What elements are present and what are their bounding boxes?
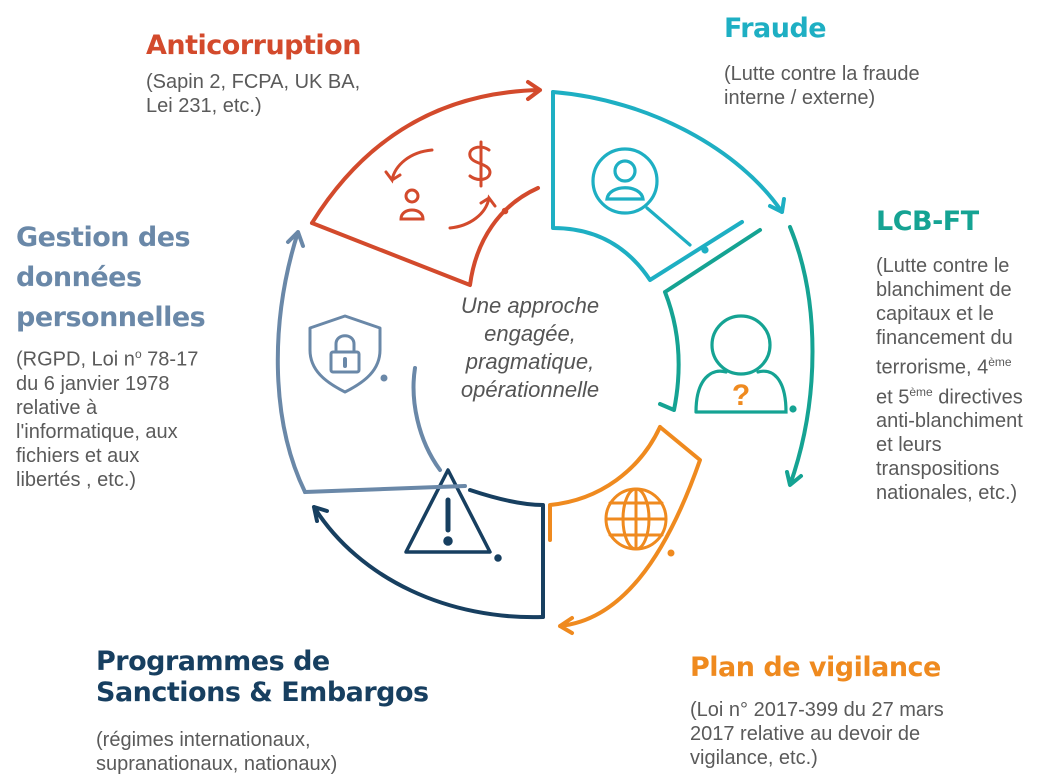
fraude-outer-arc xyxy=(551,90,786,214)
desc-line: (Lutte contre la fraude xyxy=(724,63,920,85)
desc-fragment: terrorisme, 4 xyxy=(876,356,989,379)
shield-lock-icon xyxy=(308,314,388,394)
desc-fragment: et 5 xyxy=(876,386,910,409)
segment-lcbft xyxy=(658,225,815,487)
desc-line: libertés , etc.) xyxy=(16,468,137,491)
donnees-inner-edge xyxy=(303,366,467,494)
title-line: Sanctions & Embargos xyxy=(96,677,429,709)
anticorruption-desc: (Sapin 2, FCPA, UK BA, Lei 231, etc.) xyxy=(146,70,360,118)
center-line: pragmatique, xyxy=(465,349,595,374)
money-exchange-icon xyxy=(384,140,509,230)
segment-donnees xyxy=(275,230,467,494)
desc-line: Lei 231, etc.) xyxy=(146,95,262,117)
desc-line: transpositions xyxy=(876,458,1000,481)
title-line: Gestion des xyxy=(16,222,191,253)
title-line: personnelles xyxy=(16,302,206,333)
vigilance-inner-edge xyxy=(548,425,662,542)
person-search-icon xyxy=(591,147,709,254)
desc-fragment: directives xyxy=(932,386,1023,409)
desc-fragment: (RGPD, Loi n xyxy=(16,348,135,371)
desc-line: et 5ème directives xyxy=(876,380,1058,410)
desc-line: (Sapin 2, FCPA, UK BA, xyxy=(146,71,361,93)
sanctions-outer-arc xyxy=(312,505,545,620)
desc-fragment: 78-17 xyxy=(141,348,199,371)
anticorruption-title: Anticorruption xyxy=(146,30,361,61)
vigilance-title: Plan de vigilance xyxy=(690,652,941,683)
vigilance-desc: (Loi n° 2017-399 du 27 mars 2017 relativ… xyxy=(690,698,944,770)
desc-line: relative à xyxy=(16,396,98,419)
desc-line: 2017 relative au devoir de xyxy=(690,723,921,745)
desc-line: capitaux et le xyxy=(876,303,994,325)
sanctions-inner-edge xyxy=(468,488,545,619)
globe-icon xyxy=(604,487,675,557)
donnees-outer-arc xyxy=(275,230,307,494)
desc-line: (Loi n° 2017-399 du 27 mars xyxy=(690,699,944,721)
desc-superscript: ème xyxy=(988,355,1012,369)
lcbft-desc: (Lutte contre le blanchiment de capitaux… xyxy=(876,254,1058,505)
segment-vigilance xyxy=(548,425,702,635)
fraude-inner-edge xyxy=(551,90,744,282)
lcbft-inner-edge xyxy=(658,228,762,412)
desc-line: terrorisme, 4ème xyxy=(876,350,1058,380)
desc-superscript: o xyxy=(134,347,142,361)
desc-line: (RGPD, Loi no 78-17 xyxy=(16,342,198,372)
center-line: engagée, xyxy=(484,321,576,346)
segment-anticorruption xyxy=(310,80,542,287)
desc-line: nationales, etc.) xyxy=(876,482,1018,505)
desc-line: supranationaux, nationaux) xyxy=(96,753,338,775)
desc-line: blanchiment de xyxy=(876,279,1012,301)
svg-text:?: ? xyxy=(732,379,750,412)
center-line: opérationnelle xyxy=(460,377,600,402)
center-line: Une approche xyxy=(460,293,600,318)
desc-line: interne / externe) xyxy=(724,87,876,109)
title-line: données xyxy=(16,262,142,293)
fraude-title: Fraude xyxy=(724,13,827,44)
fraude-desc: (Lutte contre la fraude interne / extern… xyxy=(724,62,920,110)
desc-line: et leurs xyxy=(876,434,942,457)
title-line: Programmes de xyxy=(96,646,330,677)
lcbft-outer-arc xyxy=(785,225,815,487)
anticorruption-inner-edge xyxy=(310,186,540,287)
donnees-title: Gestion des données personnelles xyxy=(16,218,206,338)
sanctions-desc: (régimes internationaux, supranationaux,… xyxy=(96,728,337,776)
desc-line: fichiers et aux xyxy=(16,444,140,467)
lcbft-title: LCB-FT xyxy=(876,206,979,237)
vigilance-outer-arc xyxy=(558,425,702,635)
desc-line: financement du xyxy=(876,327,1013,349)
desc-line: (Lutte contre le xyxy=(876,255,1010,277)
donnees-desc: (RGPD, Loi no 78-17 du 6 janvier 1978 re… xyxy=(16,342,198,492)
desc-line: (régimes internationaux, xyxy=(96,729,311,751)
desc-line: du 6 janvier 1978 xyxy=(16,372,170,395)
desc-line: anti-blanchiment xyxy=(876,410,1023,433)
center-statement: Une approche engagée, pragmatique, opéra… xyxy=(420,292,640,404)
segment-fraude xyxy=(551,90,786,282)
warning-icon xyxy=(404,468,502,562)
unknown-person-icon: ? xyxy=(694,314,797,414)
desc-superscript: ème xyxy=(909,384,933,399)
anticorruption-arc xyxy=(310,80,542,225)
desc-line: l'informatique, aux xyxy=(16,420,178,443)
desc-line: vigilance, etc.) xyxy=(690,747,818,769)
sanctions-title: Programmes de Sanctions & Embargos xyxy=(96,646,429,708)
segment-sanctions xyxy=(312,488,545,620)
